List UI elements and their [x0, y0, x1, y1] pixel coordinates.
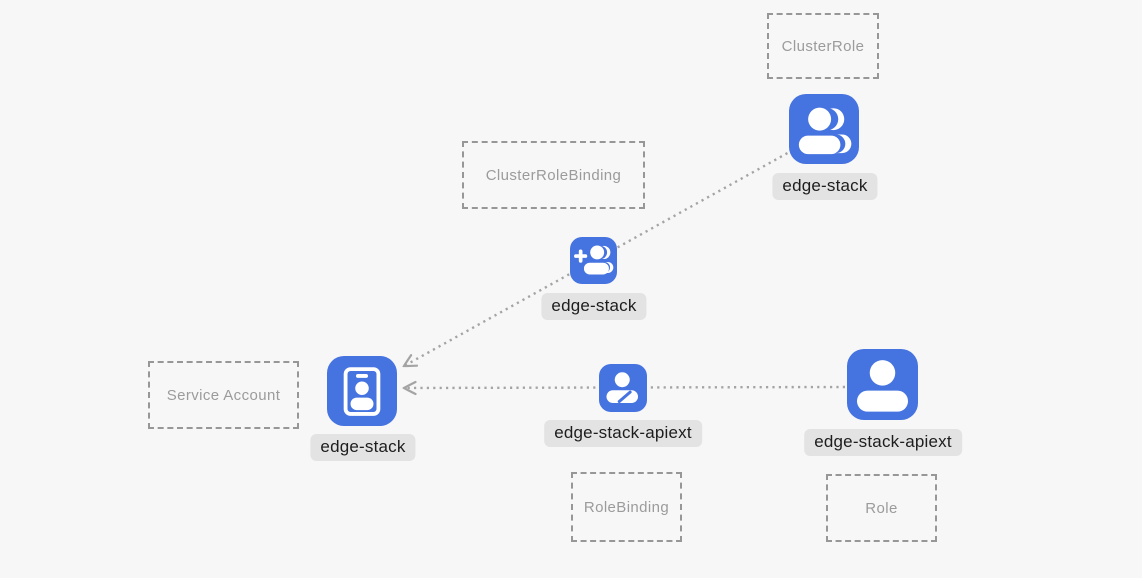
box-role: Role [826, 474, 937, 542]
node-label: edge-stack-apiext [544, 420, 702, 447]
node-label: edge-stack-apiext [804, 429, 962, 456]
group-icon[interactable] [789, 94, 859, 164]
box-serviceaccount-label: Service Account [166, 386, 281, 404]
node-label: edge-stack [541, 293, 647, 320]
badge-icon[interactable] [327, 356, 397, 426]
box-rolebinding: RoleBinding [571, 472, 682, 542]
person-edit-icon[interactable] [599, 364, 647, 412]
box-role-label: Role [865, 499, 898, 517]
node-label: edge-stack [772, 173, 878, 200]
box-serviceaccount: Service Account [148, 361, 299, 429]
box-rolebinding-label: RoleBinding [583, 498, 670, 516]
box-clusterrolebinding-label: ClusterRoleBinding [485, 166, 622, 184]
box-clusterrole: ClusterRole [767, 13, 879, 79]
box-clusterrolebinding: ClusterRoleBinding [462, 141, 645, 209]
person-add-icon[interactable] [570, 237, 617, 284]
person-icon[interactable] [847, 349, 918, 420]
node-label: edge-stack [310, 434, 416, 461]
box-clusterrole-label: ClusterRole [781, 37, 865, 55]
